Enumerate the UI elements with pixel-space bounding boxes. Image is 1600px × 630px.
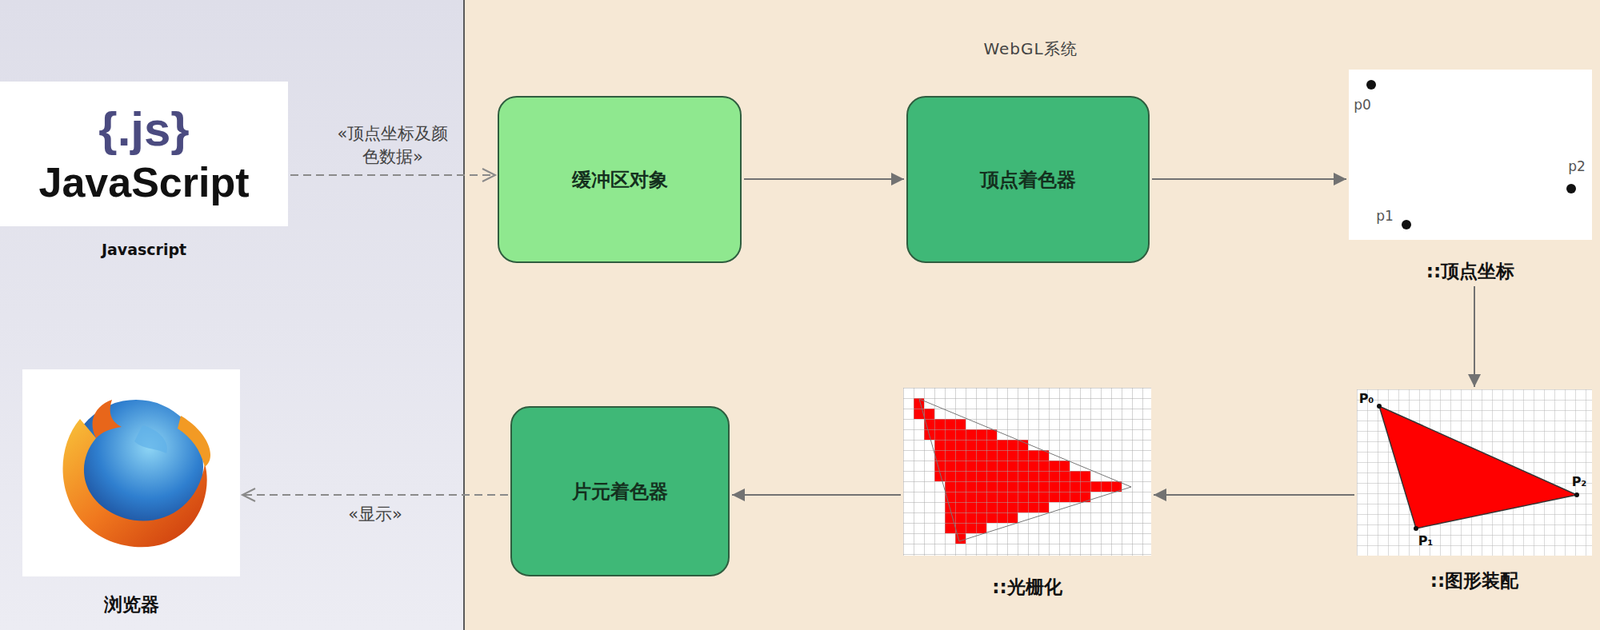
rasterized-pixels-figure	[903, 388, 1152, 556]
flow-arrow	[1153, 488, 1355, 502]
triangle-assembly-figure	[1356, 389, 1592, 556]
dashed-flow-arrow	[242, 488, 508, 502]
connector-line	[290, 174, 496, 176]
open-arrowhead	[242, 488, 256, 502]
flow-arrow	[1152, 172, 1347, 186]
connector-line	[732, 494, 901, 496]
raster-figure: ::光栅化	[903, 388, 1152, 556]
arrowhead	[1153, 488, 1167, 502]
flow-arrow	[732, 488, 901, 502]
connector-line	[1473, 286, 1476, 388]
edge-label: «显示»	[348, 503, 403, 527]
connector-line	[242, 494, 508, 496]
arrowhead	[1333, 172, 1347, 186]
box-label: 顶点着色器	[980, 167, 1076, 193]
vertex-label: p2	[1568, 160, 1586, 174]
vertex-label: p0	[1353, 98, 1372, 112]
vertex-figure: ::顶点坐标p0p1p2	[1348, 69, 1592, 240]
vertex-label: p1	[1376, 209, 1394, 224]
node-caption: 浏览器	[6, 592, 256, 618]
panel-divider	[463, 0, 465, 630]
javascript-logo: {.js}JavaScriptJavascript	[0, 81, 288, 227]
node-caption: ::光栅化	[887, 575, 1168, 600]
flow-arrow	[744, 172, 904, 186]
vertex-label: P₀	[1359, 392, 1375, 406]
node-caption: ::顶点坐标	[1332, 259, 1600, 284]
browser-icon: 浏览器	[22, 369, 240, 577]
process-box: 缓冲区对象	[497, 96, 742, 264]
arrowhead	[891, 172, 904, 186]
connector-line	[1152, 178, 1347, 180]
arrowhead	[1468, 374, 1481, 388]
flow-arrow	[1468, 286, 1481, 388]
edge-label: «顶点坐标及颜 色数据»	[328, 122, 457, 169]
arrowhead	[732, 488, 745, 502]
vertex-label: P₂	[1572, 476, 1588, 489]
node-caption: Javascript	[0, 240, 304, 259]
logo-word: JavaScript	[38, 157, 249, 208]
box-label: 缓冲区对象	[572, 167, 668, 193]
firefox-icon	[22, 369, 240, 577]
logo-mark: {.js}	[98, 101, 189, 158]
diagram-title: WebGL系统	[983, 38, 1077, 60]
assembly-figure: ::图形装配P₀P₁P₂	[1356, 389, 1592, 556]
open-arrowhead	[482, 168, 496, 182]
node-caption: ::图形装配	[1340, 568, 1600, 594]
shader-box: 片元着色器	[510, 406, 730, 577]
connector-line	[744, 178, 904, 180]
connector-line	[1153, 494, 1355, 496]
dashed-flow-arrow	[290, 168, 496, 182]
box-label: 片元着色器	[572, 479, 668, 505]
shader-box: 顶点着色器	[906, 96, 1150, 264]
vertex-label: P₁	[1418, 535, 1434, 548]
